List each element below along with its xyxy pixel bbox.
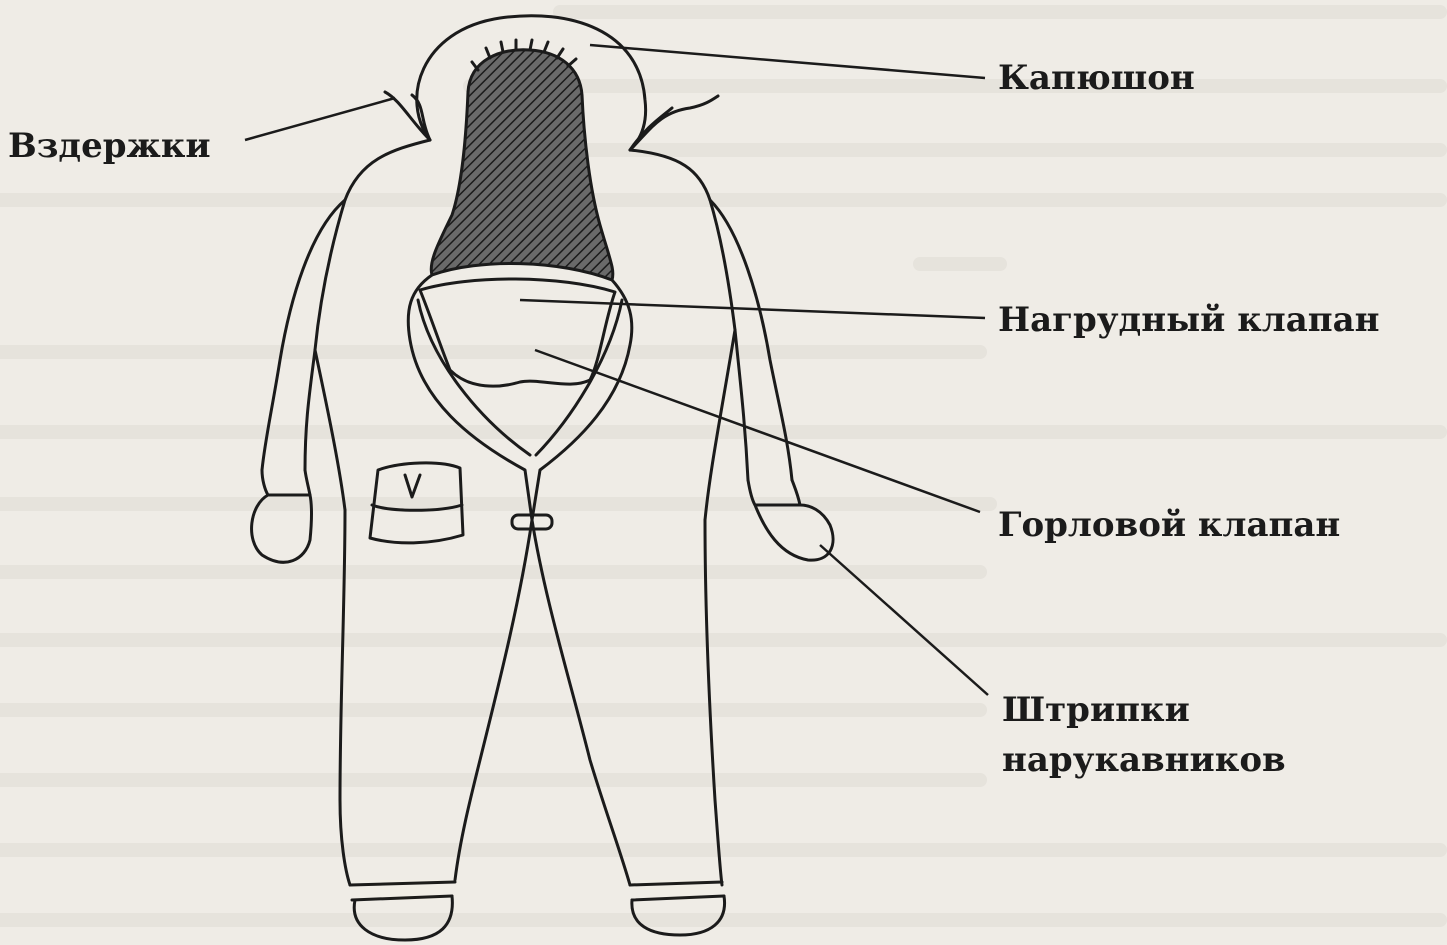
- label-chest-flap: Нагрудный клапан: [998, 300, 1380, 340]
- leader-throat-flap: [535, 350, 980, 512]
- right-leg: [532, 520, 722, 885]
- right-boot-strap: [630, 882, 724, 900]
- left-cuff: [262, 470, 310, 495]
- hood-opening: [431, 50, 613, 280]
- right-shoulder: [630, 150, 735, 330]
- chest-flap: [420, 279, 615, 386]
- right-cuff: [748, 480, 800, 505]
- leader-chest-flap: [520, 300, 985, 318]
- right-mitten: [755, 505, 833, 560]
- left-shoulder: [315, 140, 430, 350]
- right-foot: [632, 896, 725, 935]
- pocket: [370, 463, 463, 543]
- torso-right: [705, 330, 735, 520]
- left-boot-strap: [350, 882, 455, 900]
- torso-left: [315, 350, 345, 510]
- label-sleeve-straps-line2: нарукавников: [1002, 740, 1286, 780]
- label-ties: Вздержки: [8, 126, 211, 166]
- label-sleeve-straps-line1: Штрипки: [1002, 690, 1190, 730]
- leader-sleeve-straps: [820, 545, 988, 695]
- left-foot: [354, 896, 452, 940]
- left-leg: [340, 510, 532, 885]
- label-hood: Капюшон: [998, 58, 1195, 98]
- leader-hood: [590, 45, 985, 78]
- leader-ties: [245, 98, 395, 140]
- label-throat-flap: Горловой клапан: [998, 505, 1340, 545]
- left-mitten: [252, 495, 312, 562]
